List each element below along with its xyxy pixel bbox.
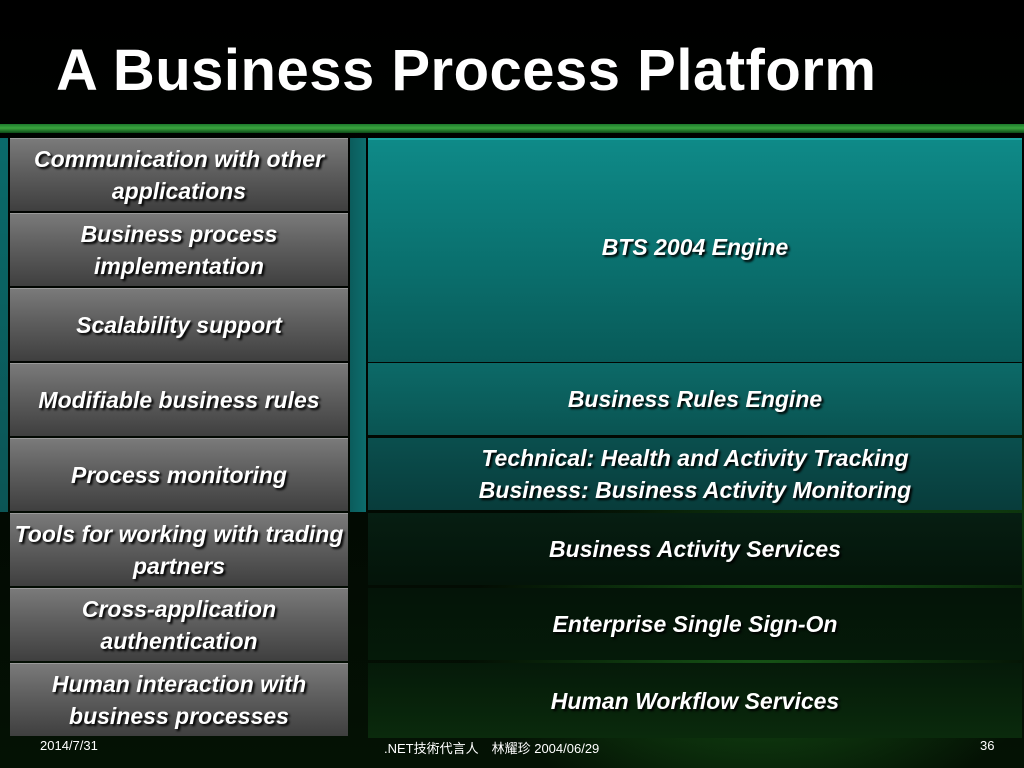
single-sign-on-label: Enterprise Single Sign-On <box>552 611 838 637</box>
monitoring-technical-label: Technical: Health and Activity Tracking <box>481 445 909 471</box>
capability-cell-business-rules: Modifiable business rules <box>10 363 348 436</box>
capability-cell-human-interaction: Human interaction with business processe… <box>10 663 348 736</box>
capability-cell-scalability: Scalability support <box>10 288 348 361</box>
component-cell-activity-services: Business Activity Services <box>368 513 1022 585</box>
slide-title: A Business Process Platform <box>56 38 877 103</box>
component-cell-monitoring: Technical: Health and Activity Tracking … <box>368 438 1022 510</box>
capability-cell-authentication: Cross-application authentication <box>10 588 348 661</box>
capability-cell-process-monitoring: Process monitoring <box>10 438 348 511</box>
capability-cell-process-implementation: Business process implementation <box>10 213 348 286</box>
workflow-services-label: Human Workflow Services <box>550 687 840 714</box>
column-divider <box>350 138 366 512</box>
capability-cell-trading-partners: Tools for working with trading partners <box>10 513 348 586</box>
capability-cell-communication: Communication with other applications <box>10 138 348 211</box>
component-cell-bts-engine: BTS 2004 Engine <box>368 138 1022 362</box>
left-accent-strip <box>0 138 8 512</box>
footer-author: .NET技術代言人 林耀珍 2004/06/29 <box>384 741 600 756</box>
title-underline-rule <box>0 124 1024 133</box>
footer-page-number: 36 <box>980 738 995 753</box>
bts-engine-label: BTS 2004 Engine <box>601 234 789 260</box>
monitoring-business-label: Business: Business Activity Monitoring <box>478 477 912 503</box>
component-cell-workflow-services: Human Workflow Services <box>368 663 1022 738</box>
footer-date: 2014/7/31 <box>40 738 98 753</box>
activity-services-label: Business Activity Services <box>549 536 841 562</box>
rules-engine-label: Business Rules Engine <box>567 386 823 412</box>
component-cell-rules-engine: Business Rules Engine <box>368 363 1022 435</box>
component-cell-single-sign-on: Enterprise Single Sign-On <box>368 588 1022 660</box>
